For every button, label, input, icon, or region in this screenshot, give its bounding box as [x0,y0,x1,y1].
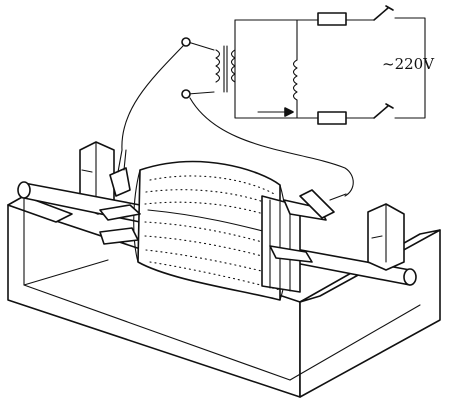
left-probe-wires [117,149,127,173]
test-leads [121,37,354,197]
left-probe-head [109,167,131,197]
commutator [261,189,347,293]
switch-top-blade [373,7,389,21]
right-probe-clip-bottom [269,245,313,263]
right-stand-notch [371,235,383,239]
left-probe-clip [99,204,141,221]
supply-voltage-label: ~220V [382,55,435,73]
base-inner-floor-right [289,304,421,381]
supply-return-wire [394,17,426,119]
right-probe-wire [329,193,347,201]
wiper-arrow-head [284,107,294,117]
fuse-top [317,12,347,26]
left-stand-notch [81,169,93,173]
switch-top-contact [385,5,394,11]
bottom-wire [234,19,319,119]
right-probe-head [299,189,335,219]
switch-bottom-blade [373,105,389,119]
right-bearing-stand [367,203,405,271]
switch-bottom-contact [385,103,394,109]
terminal-bottom [181,89,191,99]
armature-core [133,160,288,301]
lead-to-right-probe [189,97,354,197]
shaft-right-end [403,268,417,286]
terminal-wire-bottom [187,91,215,95]
transformer-primary-coil [215,49,221,83]
base-inner-floor-edge [23,259,109,286]
terminal-top [181,37,191,47]
left-probe [99,149,141,245]
left-lower-clip [99,227,139,245]
supply-circuit: ~220V [215,5,435,125]
transformer-secondary-coil [230,49,236,83]
commutator-bars [269,199,291,292]
lead-to-left-probe [121,45,184,151]
core-left-face [133,169,141,263]
autotransformer-coil [292,59,298,101]
fuse-bottom [317,111,347,125]
shaft-left-end [17,181,31,199]
terminal-wire-top [187,41,215,51]
right-probe-clip-top [283,199,327,221]
